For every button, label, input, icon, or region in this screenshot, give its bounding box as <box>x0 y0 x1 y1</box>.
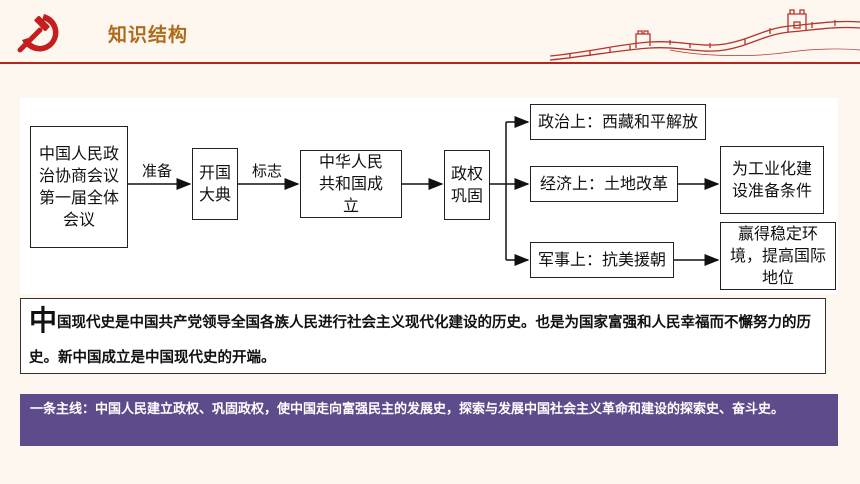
summary-text: 国现代史是中国共产党领导全国各族人民进行社会主义现代化建设的历史。也是为国家富强… <box>29 314 812 366</box>
summary-box: 中国现代史是中国共产党领导全国各族人民进行社会主义现代化建设的历史。也是为国家富… <box>20 298 826 374</box>
node-conference: 中国人民政治协商会议第一届全体会议 <box>30 126 128 248</box>
hammer-sickle-icon <box>17 14 59 53</box>
node-economic: 经济上：土地改革 <box>530 166 678 202</box>
main-thread-text: 一条主线：中国人民建立政权、巩固政权，使中国走向富强民主的发展史，探索与发展中国… <box>30 402 785 417</box>
great-wall-decoration <box>550 9 860 61</box>
main-thread-banner: 一条主线：中国人民建立政权、巩固政权，使中国走向富强民主的发展史，探索与发展中国… <box>20 394 838 446</box>
edge-label-mark: 标志 <box>252 162 283 180</box>
edge-label-prepare: 准备 <box>142 162 173 180</box>
node-military: 军事上：抗美援朝 <box>530 242 674 278</box>
node-consolidate: 政权巩固 <box>444 150 490 220</box>
node-environment: 赢得稳定环境，提高国际地位 <box>720 222 836 290</box>
connector-lines <box>128 116 720 266</box>
node-political: 政治上：西藏和平解放 <box>530 104 706 140</box>
summary-lead-char: 中 <box>29 304 58 337</box>
header-divider <box>0 62 860 64</box>
node-prc: 中华人民共和国成立 <box>300 150 402 218</box>
node-ceremony: 开国大典 <box>192 148 238 220</box>
page-title: 知识结构 <box>108 24 189 46</box>
node-industry: 为工业化建设准备条件 <box>720 146 824 214</box>
knowledge-structure-diagram: 中国人民政治协商会议第一届全体会议 准备 开国大典 标志 中华人民共和国成立 政… <box>20 98 838 294</box>
header: 知识结构 <box>0 0 860 62</box>
